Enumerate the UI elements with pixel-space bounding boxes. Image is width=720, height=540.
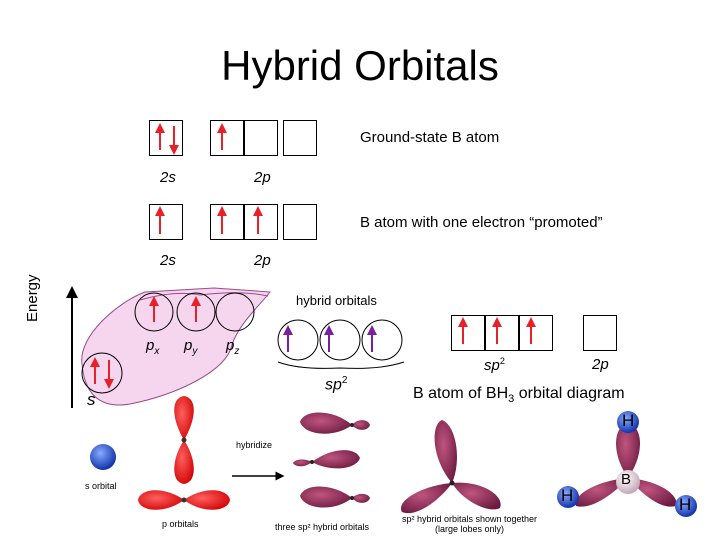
promoted-2s-label: 2s [160,252,176,269]
bh3-sp2-box-2 [485,315,519,351]
ground-2p-box-2 [244,120,278,156]
py-orbital-circle [176,292,216,332]
bh3-molecule-figure [557,411,697,517]
promoted-2p-label: 2p [254,252,271,269]
sp2-orbital-3 [361,319,403,361]
promoted-2p-box-2 [244,204,278,240]
hybrid-bracket [139,292,269,301]
h-label-right: H [679,495,692,514]
h-label-left: H [561,486,574,505]
ground-2p-box-3 [283,120,317,156]
energy-label: Energy [24,274,41,322]
sp2-together-label: sp² hybrid orbitals shown together(large… [401,514,538,534]
sp2-together-figure [400,420,501,514]
promoted-2p-box-1 [210,204,244,240]
ground-electron-arrows [155,123,227,155]
promoted-2p-box-3 [283,204,317,240]
px-label: px [146,337,160,357]
sp2-bracket [277,361,405,369]
promoted-caption: B atom with one electron “promoted” [360,214,603,231]
p-orbitals-label: p orbitals [162,519,199,529]
h-label-top: H [622,411,635,430]
ground-2s-label: 2s [160,169,176,186]
s-orbital-ball [90,444,116,470]
bh3-caption: B atom of BH3 orbital diagram [413,385,625,406]
hybrid-highlight-region [81,287,271,406]
h-atom-left [557,486,579,508]
three-sp2-label: three sp² hybrid orbitals [275,522,370,532]
pz-label: pz [226,337,240,357]
py-label: py [184,337,198,357]
bh3-sp2-box-1 [451,315,485,351]
bh3-2p-label: 2p [592,356,609,373]
sp2-orbital-2 [319,319,361,361]
s-orbital-label: s orbital [85,481,117,491]
pz-orbital-circle [215,292,255,332]
bh3-2p-box [583,315,617,351]
sp2-orbital-1 [277,319,319,361]
ground-2p-box-1 [210,120,244,156]
p-orbitals-figure [138,396,230,510]
sp2-label: sp2 [325,375,348,394]
ground-2p-label: 2p [254,169,271,186]
px-orbital-circle [134,292,174,332]
b-atom [616,470,640,494]
ground-caption: Ground-state B atom [360,129,500,146]
h-atom-right [675,495,697,517]
bh3-sp2-box-3 [519,315,553,351]
h-atom-top [617,411,639,433]
three-sp2-orbitals-figure [293,412,370,508]
s-orbital-circle [81,352,123,394]
bh3-sp2-label: sp2 [484,356,505,374]
promoted-2s-box [149,204,183,240]
ground-2s-box [149,120,183,156]
page-title: Hybrid Orbitals [221,42,499,89]
b-label: B [621,471,632,488]
hybrid-orbitals-caption: hybrid orbitals [296,293,377,308]
hybridize-label: hybridize [236,440,273,450]
s-label: s [87,390,96,409]
promoted-electron-arrows [155,206,263,234]
